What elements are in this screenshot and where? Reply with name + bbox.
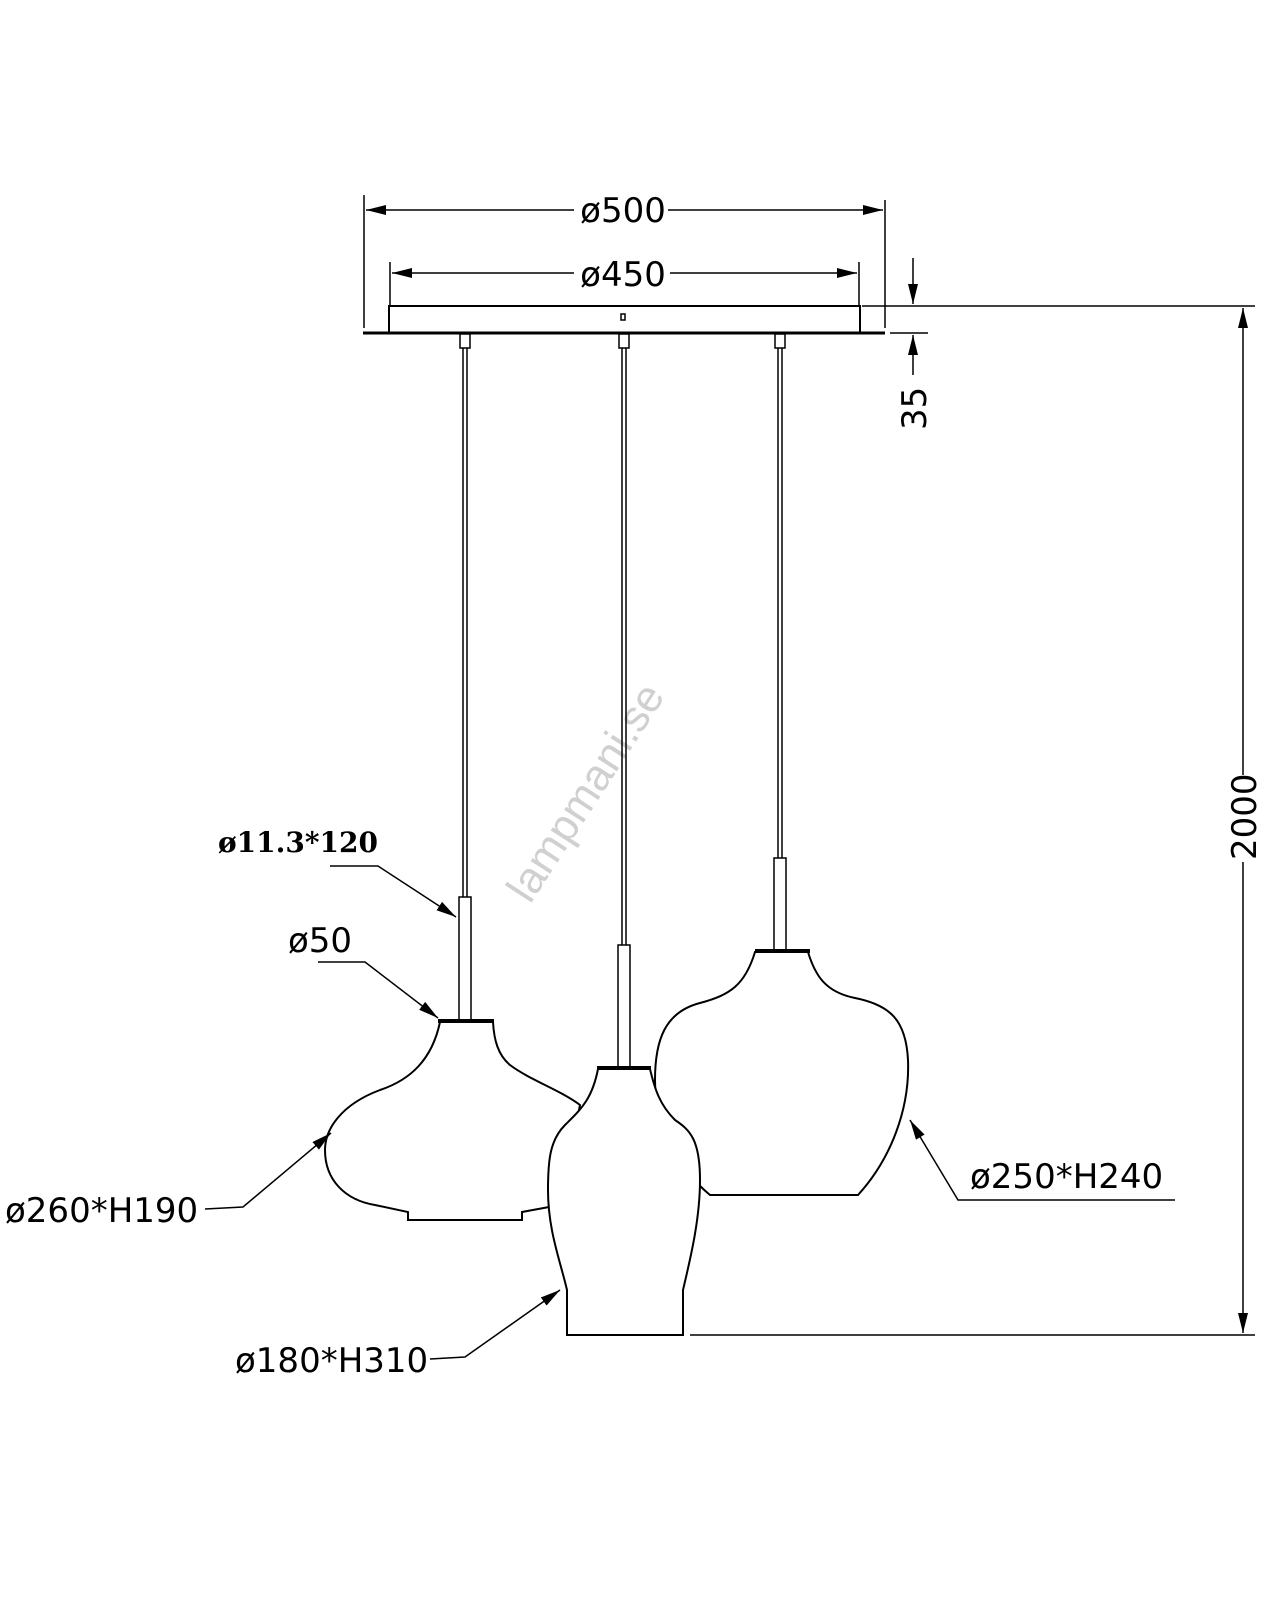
label-shade-middle: ø180*H310 <box>235 1341 428 1381</box>
label-total-height: 2000 <box>1225 773 1265 860</box>
callout-shade-right: ø250*H240 <box>909 1119 1175 1201</box>
cord-right <box>773 333 787 951</box>
label-shade-right: ø250*H240 <box>970 1157 1163 1197</box>
dimension-canopy-height: 35 <box>862 258 1255 430</box>
label-outer-diameter: ø500 <box>580 191 666 231</box>
callout-shade-middle: ø180*H310 <box>235 1289 561 1381</box>
cord-middle <box>617 333 631 1068</box>
dimension-total-height: 2000 <box>690 308 1265 1336</box>
cord-left <box>458 333 472 1021</box>
shade-middle <box>546 1068 702 1336</box>
canopy <box>363 305 885 335</box>
label-cap: ø50 <box>288 921 352 961</box>
dimension-inner-diameter: ø450 <box>389 255 860 305</box>
label-shade-left: ø260*H190 <box>5 1191 198 1231</box>
label-inner-diameter: ø450 <box>580 255 666 295</box>
label-stem: ø11.3*120 <box>218 826 378 859</box>
label-canopy-height: 35 <box>895 387 935 430</box>
shade-right <box>653 951 910 1196</box>
watermark: lampmani.se <box>497 675 674 911</box>
callout-stem: ø11.3*120 <box>218 826 457 918</box>
callout-cap: ø50 <box>288 921 439 1019</box>
shade-left <box>323 1021 582 1221</box>
callout-shade-left: ø260*H190 <box>5 1132 332 1231</box>
dimension-outer-diameter: ø500 <box>363 191 886 328</box>
